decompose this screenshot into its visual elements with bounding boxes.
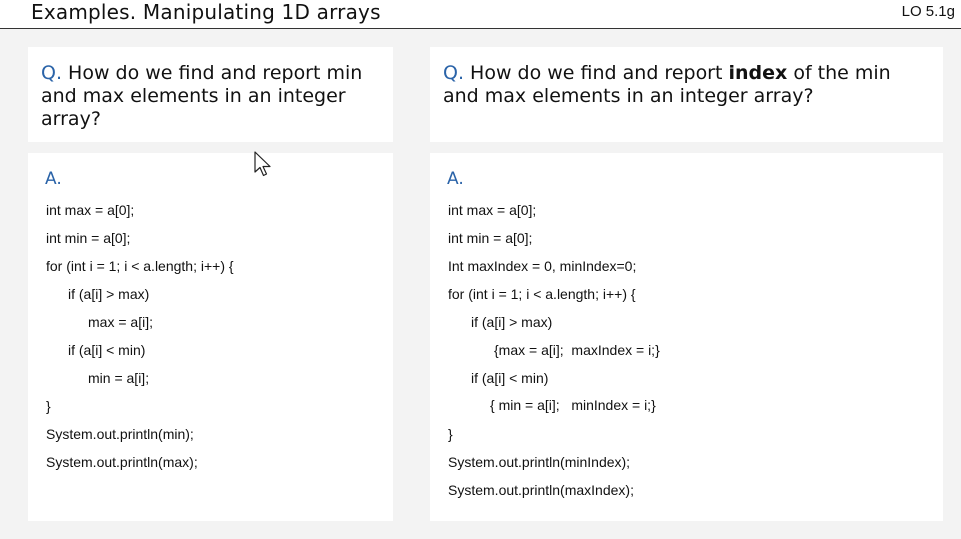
right-question-line2: and max elements in an integer array?: [443, 85, 814, 107]
right-question-before: How do we find and report: [464, 62, 729, 84]
left-question-line2: and max elements in an integer: [41, 85, 346, 107]
code-line: int max = a[0];: [46, 202, 135, 218]
code-line: System.out.println(maxIndex);: [448, 482, 634, 498]
code-line: int min = a[0];: [448, 230, 533, 246]
code-line: for (int i = 1; i < a.length; i++) {: [46, 258, 234, 274]
code-line: int min = a[0];: [46, 230, 131, 246]
code-line: System.out.println(minIndex);: [448, 454, 631, 470]
left-question-card: Q. How do we find and report min and max…: [28, 47, 393, 142]
code-line: }: [448, 426, 453, 442]
left-answer-card: A. int max = a[0]; int min = a[0]; for (…: [28, 153, 393, 521]
left-answer-label: A.: [45, 169, 62, 189]
code-line: if (a[i] < min): [471, 370, 549, 386]
right-question-bold: index: [728, 62, 788, 84]
code-line: int max = a[0];: [448, 202, 537, 218]
code-line: {max = a[i]; maxIndex = i;}: [494, 342, 660, 358]
code-line: System.out.println(max);: [46, 454, 198, 470]
right-question-text: Q. How do we find and report index of th…: [443, 62, 938, 108]
left-question-line3: array?: [41, 108, 101, 130]
code-line: Int maxIndex = 0, minIndex=0;: [448, 258, 637, 274]
code-line: if (a[i] < min): [68, 342, 146, 358]
mouse-pointer-icon: [254, 151, 274, 183]
code-line: max = a[i];: [88, 314, 153, 330]
right-answer-card: A. int max = a[0]; int min = a[0]; Int m…: [430, 153, 943, 521]
code-line: min = a[i];: [88, 370, 150, 386]
code-line: }: [46, 398, 51, 414]
code-line: if (a[i] > max): [68, 286, 150, 302]
left-question-line1: How do we find and report min: [62, 62, 363, 84]
right-answer-label: A.: [447, 169, 464, 189]
slide-header: Examples. Manipulating 1D arrays LO 5.1g: [0, 0, 961, 29]
left-question-text: Q. How do we find and report min and max…: [41, 62, 386, 131]
code-line: System.out.println(min);: [46, 426, 194, 442]
code-line: if (a[i] > max): [471, 314, 553, 330]
left-question-label: Q.: [41, 62, 62, 84]
learning-objective-label: LO 5.1g: [901, 3, 955, 20]
right-question-label: Q.: [443, 62, 464, 84]
right-question-card: Q. How do we find and report index of th…: [430, 47, 943, 142]
right-question-after: of the min: [787, 62, 891, 84]
slide-title: Examples. Manipulating 1D arrays: [31, 0, 381, 24]
code-line: { min = a[i]; minIndex = i;}: [490, 397, 656, 413]
code-line: for (int i = 1; i < a.length; i++) {: [448, 286, 636, 302]
